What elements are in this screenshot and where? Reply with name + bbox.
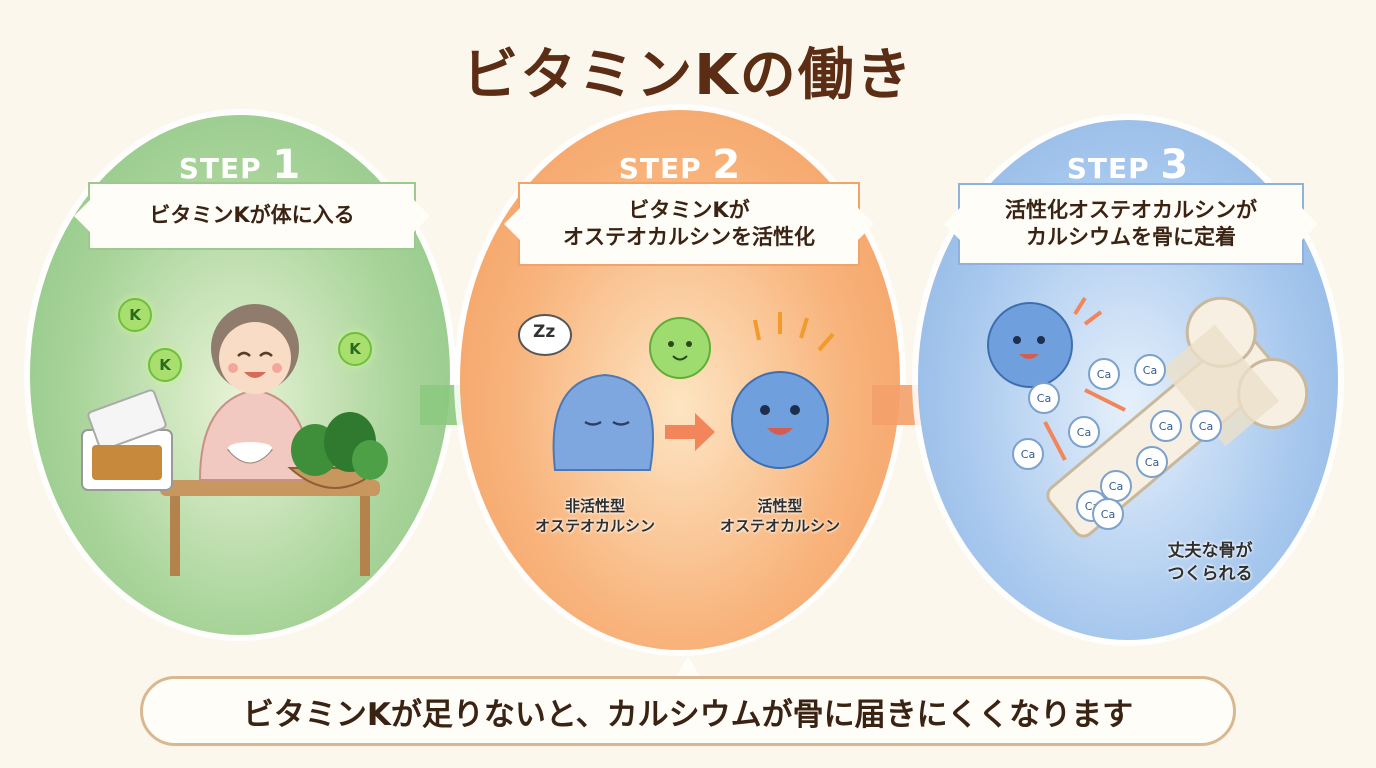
sparkle-line — [1083, 310, 1103, 326]
calcium-ion: Ca — [1136, 446, 1168, 478]
step1-banner: ビタミンKが体に入る — [88, 182, 416, 250]
strong-bone-caption: 丈夫な骨が つくられる — [1150, 540, 1270, 586]
k-eye — [668, 341, 674, 347]
active-mouth — [767, 428, 793, 435]
step1-banner-text: ビタミンKが体に入る — [149, 203, 355, 228]
grandma-cheek — [272, 363, 282, 373]
natto-lid — [87, 389, 167, 451]
calcium-ion: Ca — [1134, 354, 1166, 386]
step2-banner-line1: ビタミンKが — [628, 197, 750, 222]
sparkle-line — [817, 332, 835, 352]
step2-banner-line2: オステオカルシンを活性化 — [563, 225, 815, 249]
vitamin-k-bubble: K — [118, 298, 152, 332]
calcium-ion: Ca — [1068, 416, 1100, 448]
step1-illustration — [81, 304, 388, 576]
grandma-body — [198, 388, 312, 481]
step2-banner: ビタミンKが オステオカルシンを活性化 — [518, 182, 860, 266]
inactive-caption-line2: オステオカルシン — [534, 517, 655, 536]
bone-texture — [1161, 324, 1280, 447]
grandma-face — [219, 322, 291, 394]
grandma-cheek — [228, 363, 238, 373]
activation-arrow-icon — [665, 413, 715, 451]
sparkle-line — [753, 319, 761, 341]
broccoli — [352, 440, 388, 480]
step3-prefix: STEP — [1066, 152, 1150, 185]
vitamin-k-bubble: K — [148, 348, 182, 382]
step2-label: STEP 2 — [530, 142, 830, 188]
flow-arrow-icon — [1084, 388, 1126, 412]
inactive-caption-line1: 非活性型 — [564, 497, 625, 515]
active-eye — [760, 405, 770, 415]
calcium-ion: Ca — [1092, 498, 1124, 530]
active-osteocalcin — [731, 371, 829, 469]
flow-arrow-icon — [1043, 421, 1067, 461]
bottom-message-box: ビタミンKが足りないと、カルシウムが骨に届きにくくなります — [140, 676, 1236, 746]
grandma-eye — [237, 351, 251, 357]
calcium-ion: Ca — [1088, 358, 1120, 390]
vitamin-k-character — [649, 317, 711, 379]
inactive-caption: 非活性型 オステオカルシン — [520, 496, 670, 537]
inactive-osteocalcin — [552, 373, 654, 471]
sleepy-eye — [612, 420, 630, 426]
step1-label: STEP 1 — [90, 142, 390, 188]
step2-prefix: STEP — [618, 152, 702, 185]
active-eye — [790, 405, 800, 415]
rice — [228, 442, 272, 454]
active-caption-line2: オステオカルシン — [719, 517, 840, 536]
calcium-ion: Ca — [1190, 410, 1222, 442]
step3-label: STEP 3 — [978, 142, 1278, 188]
table-leg — [170, 496, 180, 576]
strong-bone-caption-line1: 丈夫な骨が — [1167, 541, 1253, 561]
step1-prefix: STEP — [178, 152, 262, 185]
table-leg — [360, 496, 370, 576]
strong-bone-caption-line2: つくられる — [1167, 563, 1253, 584]
k-eye — [686, 341, 692, 347]
vitamin-k-bubble: K — [338, 332, 372, 366]
active-caption-line1: 活性型 — [757, 497, 803, 515]
step3-number: 3 — [1160, 142, 1190, 188]
step3-banner: 活性化オステオカルシンが カルシウムを骨に定着 — [958, 183, 1304, 265]
bottom-message-text: ビタミンKが足りないと、カルシウムが骨に届きにくくなります — [242, 696, 1134, 733]
char-eye — [1013, 336, 1021, 344]
page-title: ビタミンKの働き — [462, 43, 914, 108]
osteocalcin-character — [987, 302, 1073, 388]
step2-number: 2 — [712, 142, 742, 188]
active-caption: 活性型 オステオカルシン — [705, 496, 855, 537]
calcium-ion: Ca — [1028, 382, 1060, 414]
grandma-eye — [259, 351, 273, 357]
sleep-bubble — [518, 314, 572, 356]
sparkle-line — [1073, 296, 1087, 316]
sparkle-line — [799, 317, 809, 339]
grandma-mouth — [244, 372, 266, 378]
sleepy-eye — [584, 420, 602, 426]
step1-number: 1 — [272, 142, 302, 188]
rice-bowl — [226, 449, 274, 464]
sleep-text: Zz — [533, 322, 556, 342]
char-mouth — [1019, 354, 1039, 359]
step3-banner-line2: カルシウムを骨に定着 — [1026, 225, 1236, 249]
k-mouth — [672, 355, 688, 361]
calcium-ion: Ca — [1150, 410, 1182, 442]
step3-banner-line1: 活性化オステオカルシンが — [1005, 197, 1257, 222]
step2-illustration — [518, 312, 835, 471]
char-eye — [1037, 336, 1045, 344]
natto-beans — [92, 445, 162, 480]
calcium-ion: Ca — [1012, 438, 1044, 470]
